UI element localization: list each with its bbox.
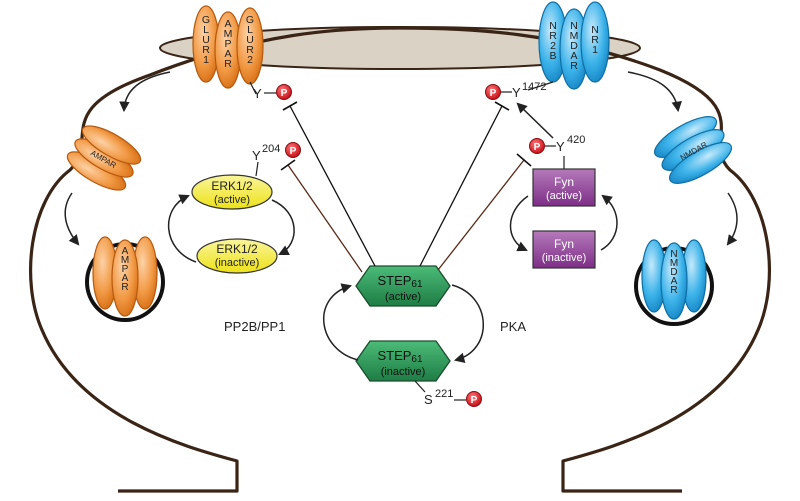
pka-inactivation-arrow xyxy=(451,284,484,363)
svg-text:P: P xyxy=(281,88,288,99)
svg-text:P: P xyxy=(490,88,497,99)
fyn-y-site-number: 420 xyxy=(567,134,585,146)
nmdar-lateral-arrow xyxy=(627,71,682,113)
nr2b-phospho: P xyxy=(485,84,501,100)
fyn-y-site: Y xyxy=(556,139,565,154)
nr2b-y-site: Y xyxy=(512,85,521,100)
erk-active: ERK1/2 (active) xyxy=(191,174,273,210)
svg-text:P: P xyxy=(471,395,478,406)
ampar-endocytosis-arrow xyxy=(64,192,80,246)
step-s-site-number: 221 xyxy=(435,388,453,400)
step-inhibition-fyn xyxy=(437,153,532,271)
nmdar-endocytosis-arrow xyxy=(726,192,738,246)
fyn-inactivation-arrow xyxy=(509,195,529,252)
step-inhibition-glur2 xyxy=(282,101,376,267)
step61-active: STEP61 (active) xyxy=(355,265,451,307)
glur2-phospho: P xyxy=(276,84,292,100)
svg-text:Fyn: Fyn xyxy=(554,175,574,189)
fyn-active: Fyn (active) xyxy=(532,168,596,207)
svg-text:P: P xyxy=(534,142,541,153)
pp2b-pp1-activation-arrow xyxy=(323,283,359,361)
pp2b-pp1-label: PP2B/PP1 xyxy=(224,319,285,334)
svg-text:STEP61: STEP61 xyxy=(377,348,423,365)
erk-inactivation-arrow xyxy=(271,199,295,255)
ampar-receptor-lateral: AMPAR xyxy=(66,125,142,191)
svg-text:(active): (active) xyxy=(546,190,582,202)
step-inhibition-erk xyxy=(280,159,363,273)
fyn-activation-arrow xyxy=(600,194,618,251)
fyn-to-nr2b-arrow xyxy=(516,102,554,139)
step61-inactive: STEP61 (inactive) xyxy=(355,340,451,382)
erk-phospho: P xyxy=(285,142,301,158)
spine-membrane xyxy=(28,26,772,493)
pka-label: PKA xyxy=(500,319,526,334)
glur2-y-site: Y xyxy=(253,86,262,101)
erk-inactive: ERK1/2 (inactive) xyxy=(196,238,278,274)
nr2b-y-site-number: 1472 xyxy=(522,81,546,93)
ampar-lateral-arrow xyxy=(119,71,171,113)
svg-text:(active): (active) xyxy=(385,291,421,303)
svg-text:ERK1/2: ERK1/2 xyxy=(216,242,258,256)
step-inhibition-nr2b xyxy=(419,101,510,267)
svg-text:(inactive): (inactive) xyxy=(542,252,587,264)
svg-text:Fyn: Fyn xyxy=(554,237,574,251)
erk-y-site-number: 204 xyxy=(262,143,280,155)
svg-text:P: P xyxy=(290,146,297,157)
fyn-phospho: P xyxy=(529,138,545,154)
step-phospho: P xyxy=(466,391,482,407)
svg-text:(inactive): (inactive) xyxy=(215,257,260,269)
nmdar-receptor-lateral: NMDAR xyxy=(654,116,732,184)
svg-text:(inactive): (inactive) xyxy=(381,366,426,378)
svg-text:ERK1/2: ERK1/2 xyxy=(211,179,253,193)
erk-activation-arrow xyxy=(167,194,197,263)
svg-text:STEP61: STEP61 xyxy=(377,273,423,290)
step-s-site: S xyxy=(424,392,433,407)
erk-y-site: Y xyxy=(252,148,261,163)
svg-text:(active): (active) xyxy=(214,194,250,206)
fyn-inactive: Fyn (inactive) xyxy=(532,230,596,269)
